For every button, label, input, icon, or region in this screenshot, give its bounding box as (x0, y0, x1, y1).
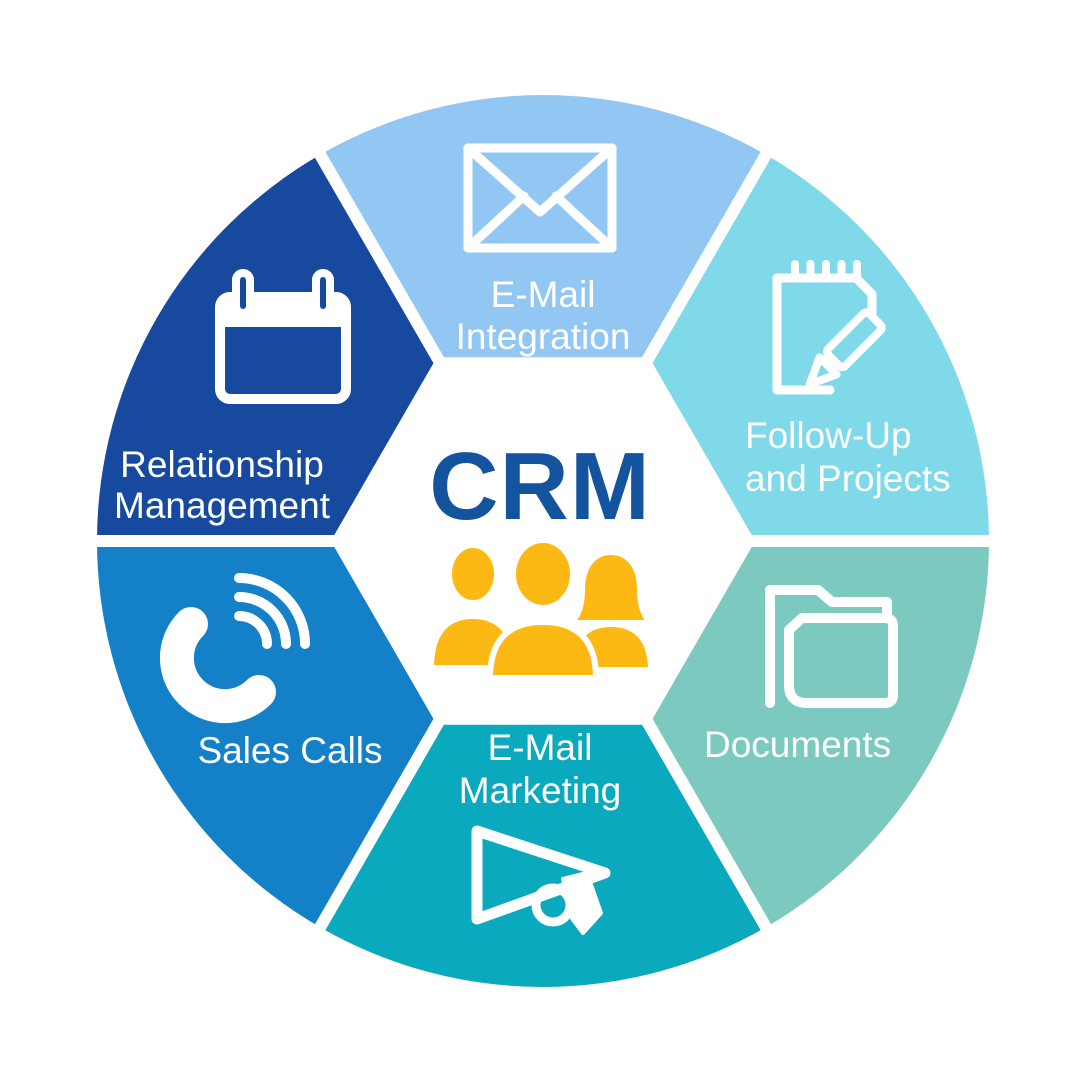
segment-label-relationship-line2: Management (114, 485, 331, 526)
crm-title: CRM (429, 433, 651, 540)
segment-label-email-marketing-line2: Marketing (459, 770, 621, 811)
segment-label-sales-calls: Sales Calls (197, 730, 382, 771)
megaphone-icon (471, 825, 611, 935)
person-center (487, 537, 599, 681)
segment-label-followup-line1: Follow-Up (745, 415, 912, 456)
segment-label-documents: Documents (704, 724, 891, 765)
segment-label-email-integration-line1: E-Mail (491, 274, 596, 315)
envelope-icon (463, 143, 617, 253)
segment-email-marketing-wedge (320, 541, 766, 987)
sound-waves (234, 573, 310, 649)
segment-label-relationship-line1: Relationship (120, 444, 324, 485)
segment-label-followup-line2: and Projects (745, 458, 951, 499)
pencil (805, 308, 886, 389)
segment-email-integration-wedge (320, 95, 766, 541)
notepad-pencil-icon (772, 260, 886, 395)
phone-icon (159, 573, 310, 724)
segment-label-email-marketing-line1: E-Mail (488, 727, 593, 768)
segment-label-email-integration-line2: Integration (456, 316, 631, 357)
folder-icon (765, 585, 898, 708)
calendar-icon (215, 269, 351, 404)
people-group-icon (428, 537, 654, 681)
